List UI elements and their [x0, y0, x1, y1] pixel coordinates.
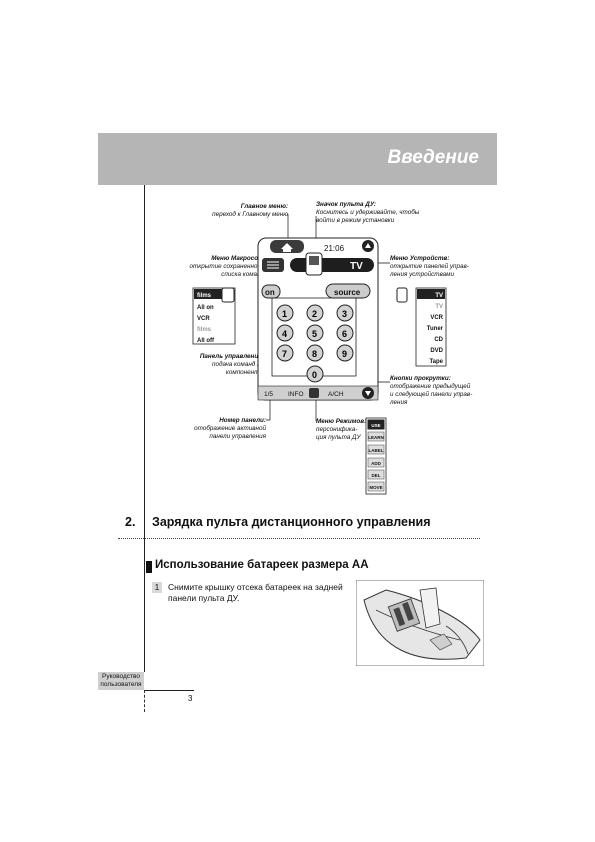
- device-item-label[interactable]: VCR: [430, 315, 443, 321]
- digit-label: 8: [312, 349, 317, 359]
- macro-item-label[interactable]: VCR: [197, 316, 210, 322]
- device-item-label[interactable]: Tape: [429, 359, 443, 365]
- remote-screen-icon: [309, 256, 319, 265]
- macro-remote-icon: [221, 287, 235, 303]
- callout-mode-menu: Меню Режимов: персонифика- ция пульта ДУ: [316, 418, 367, 441]
- mode-item-label: USE: [371, 423, 380, 428]
- mode-item-label: LABEL: [369, 448, 384, 453]
- ach-button[interactable]: A/CH: [328, 391, 344, 398]
- battery-cover-illustration: [356, 580, 484, 666]
- margin-rule: [144, 185, 145, 672]
- arrow-down-icon: [365, 391, 371, 396]
- digit-key[interactable]: [276, 344, 294, 362]
- digit-label: 5: [312, 329, 317, 339]
- subsection-title: Использование батареек размера AA: [155, 559, 369, 571]
- digit-label: 7: [282, 349, 287, 359]
- digit-label: 0: [312, 370, 317, 380]
- mode-item-label: ADD: [371, 461, 381, 466]
- callout-scroll-buttons: Кнопки прокрутки: отображение предыдущей…: [390, 375, 473, 406]
- device-item-label: TV: [435, 293, 443, 299]
- macro-item[interactable]: [194, 289, 224, 299]
- digit-key[interactable]: [306, 324, 324, 342]
- digit-key[interactable]: [336, 304, 354, 322]
- mode-item[interactable]: [367, 431, 385, 442]
- digit-key[interactable]: [276, 324, 294, 342]
- section-title: Зарядка пульта дистанционного управления: [152, 515, 431, 529]
- mode-item-label: DEL: [372, 473, 381, 478]
- callout-device-menu: Меню Устройств: открытие панелей управ- …: [390, 255, 469, 278]
- panel-number: 1/5: [264, 391, 273, 398]
- device-item-label[interactable]: Tuner: [427, 326, 444, 332]
- mode-menu-button[interactable]: [309, 388, 319, 398]
- device-label: TV: [350, 261, 363, 272]
- digit-label: 1: [282, 309, 287, 319]
- mode-item[interactable]: [367, 469, 385, 480]
- footer-label: Руководство пользователя: [98, 672, 144, 690]
- on-label: on: [265, 288, 275, 297]
- digit-key[interactable]: [336, 344, 354, 362]
- mode-item[interactable]: [367, 481, 385, 492]
- section-number: 2.: [125, 515, 136, 529]
- macro-item-label[interactable]: All off: [197, 338, 215, 344]
- mode-item[interactable]: [367, 419, 385, 430]
- source-label: source: [334, 288, 361, 297]
- mode-item-label: LEARN: [368, 435, 384, 440]
- digit-label: 6: [342, 329, 347, 339]
- mode-item-label: MOVE: [369, 485, 382, 490]
- header-band: Введение: [98, 133, 497, 185]
- macro-item-label[interactable]: films: [197, 327, 212, 333]
- callout-macro-menu: Меню Макросов: открытие сохраненного спи…: [189, 255, 264, 278]
- digit-label: 2: [312, 309, 317, 319]
- home-icon: [281, 243, 293, 252]
- digit-label: 9: [342, 349, 347, 359]
- info-button[interactable]: INFO: [288, 391, 304, 398]
- footer-rule: [144, 690, 194, 691]
- arrow-up-icon: [365, 243, 371, 248]
- footer-line1: Руководство: [102, 673, 140, 680]
- digit-label: 3: [342, 309, 347, 319]
- step-text: Снимите крышку отсека батареек на задней…: [168, 582, 343, 603]
- page-title: Введение: [387, 147, 479, 168]
- clock: 21:06: [324, 244, 345, 253]
- callout-main-menu: Главное меню: переход к Главному меню: [212, 203, 288, 218]
- section-divider: [118, 538, 480, 539]
- device-remote-icon: [396, 287, 408, 303]
- mode-items: USE LEARN LABEL ADD DEL MOVE: [367, 419, 385, 492]
- margin-dash-rule: [144, 690, 145, 712]
- digit-key[interactable]: [306, 344, 324, 362]
- subsection-marker: [146, 561, 152, 573]
- keypad: 1 2 3 4 5 6 7 8 9 0: [276, 304, 354, 383]
- device-item-label[interactable]: TV: [435, 304, 443, 310]
- device-item[interactable]: [417, 289, 445, 299]
- mode-item[interactable]: [367, 444, 385, 455]
- device-item-label[interactable]: DVD: [430, 348, 443, 354]
- on-button[interactable]: [261, 284, 281, 299]
- callout-panel-number: Номер панели: отображение активной панел…: [194, 417, 266, 440]
- step-number: 1: [152, 582, 162, 593]
- digit-key[interactable]: [306, 304, 324, 322]
- macro-item-label: films: [197, 293, 212, 299]
- device-list: [415, 287, 447, 367]
- digit-key[interactable]: [276, 304, 294, 322]
- callout-control-panel: Панель управления: подача команд на комп…: [199, 353, 264, 376]
- macro-item-label[interactable]: All on: [197, 305, 214, 311]
- device-item-label[interactable]: CD: [434, 337, 443, 343]
- digit-key[interactable]: [336, 324, 354, 342]
- page-number: 3: [188, 694, 193, 703]
- digit-key[interactable]: [306, 365, 324, 383]
- digit-label: 4: [282, 329, 287, 339]
- list-icon: [267, 261, 279, 269]
- footer-line2: пользователя: [100, 681, 142, 688]
- callout-remote-icon: Значок пульта ДУ: Коснитесь и удерживайт…: [316, 201, 420, 224]
- mode-item[interactable]: [367, 457, 385, 468]
